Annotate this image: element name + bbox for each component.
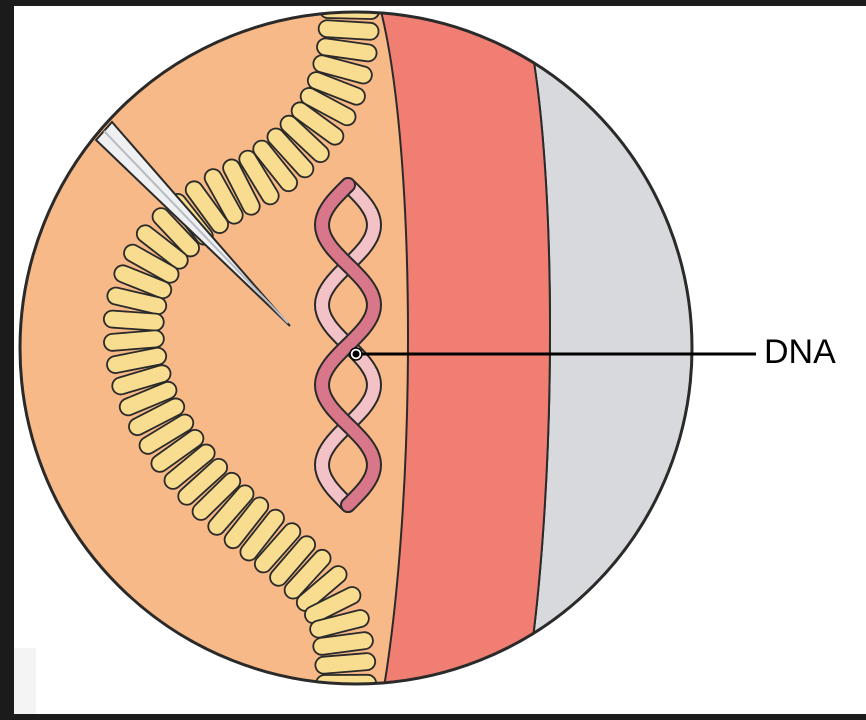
dna-pointer-dot [353,351,360,358]
coil-segment [103,310,164,331]
coil-segment [318,20,379,41]
bottom-left-light-patch [14,648,36,714]
bottom-dark-edge [0,714,866,720]
top-dark-edge [0,0,866,6]
left-dark-edge [0,0,14,720]
dna-label: DNA [764,333,836,371]
coil-segment [315,652,376,674]
